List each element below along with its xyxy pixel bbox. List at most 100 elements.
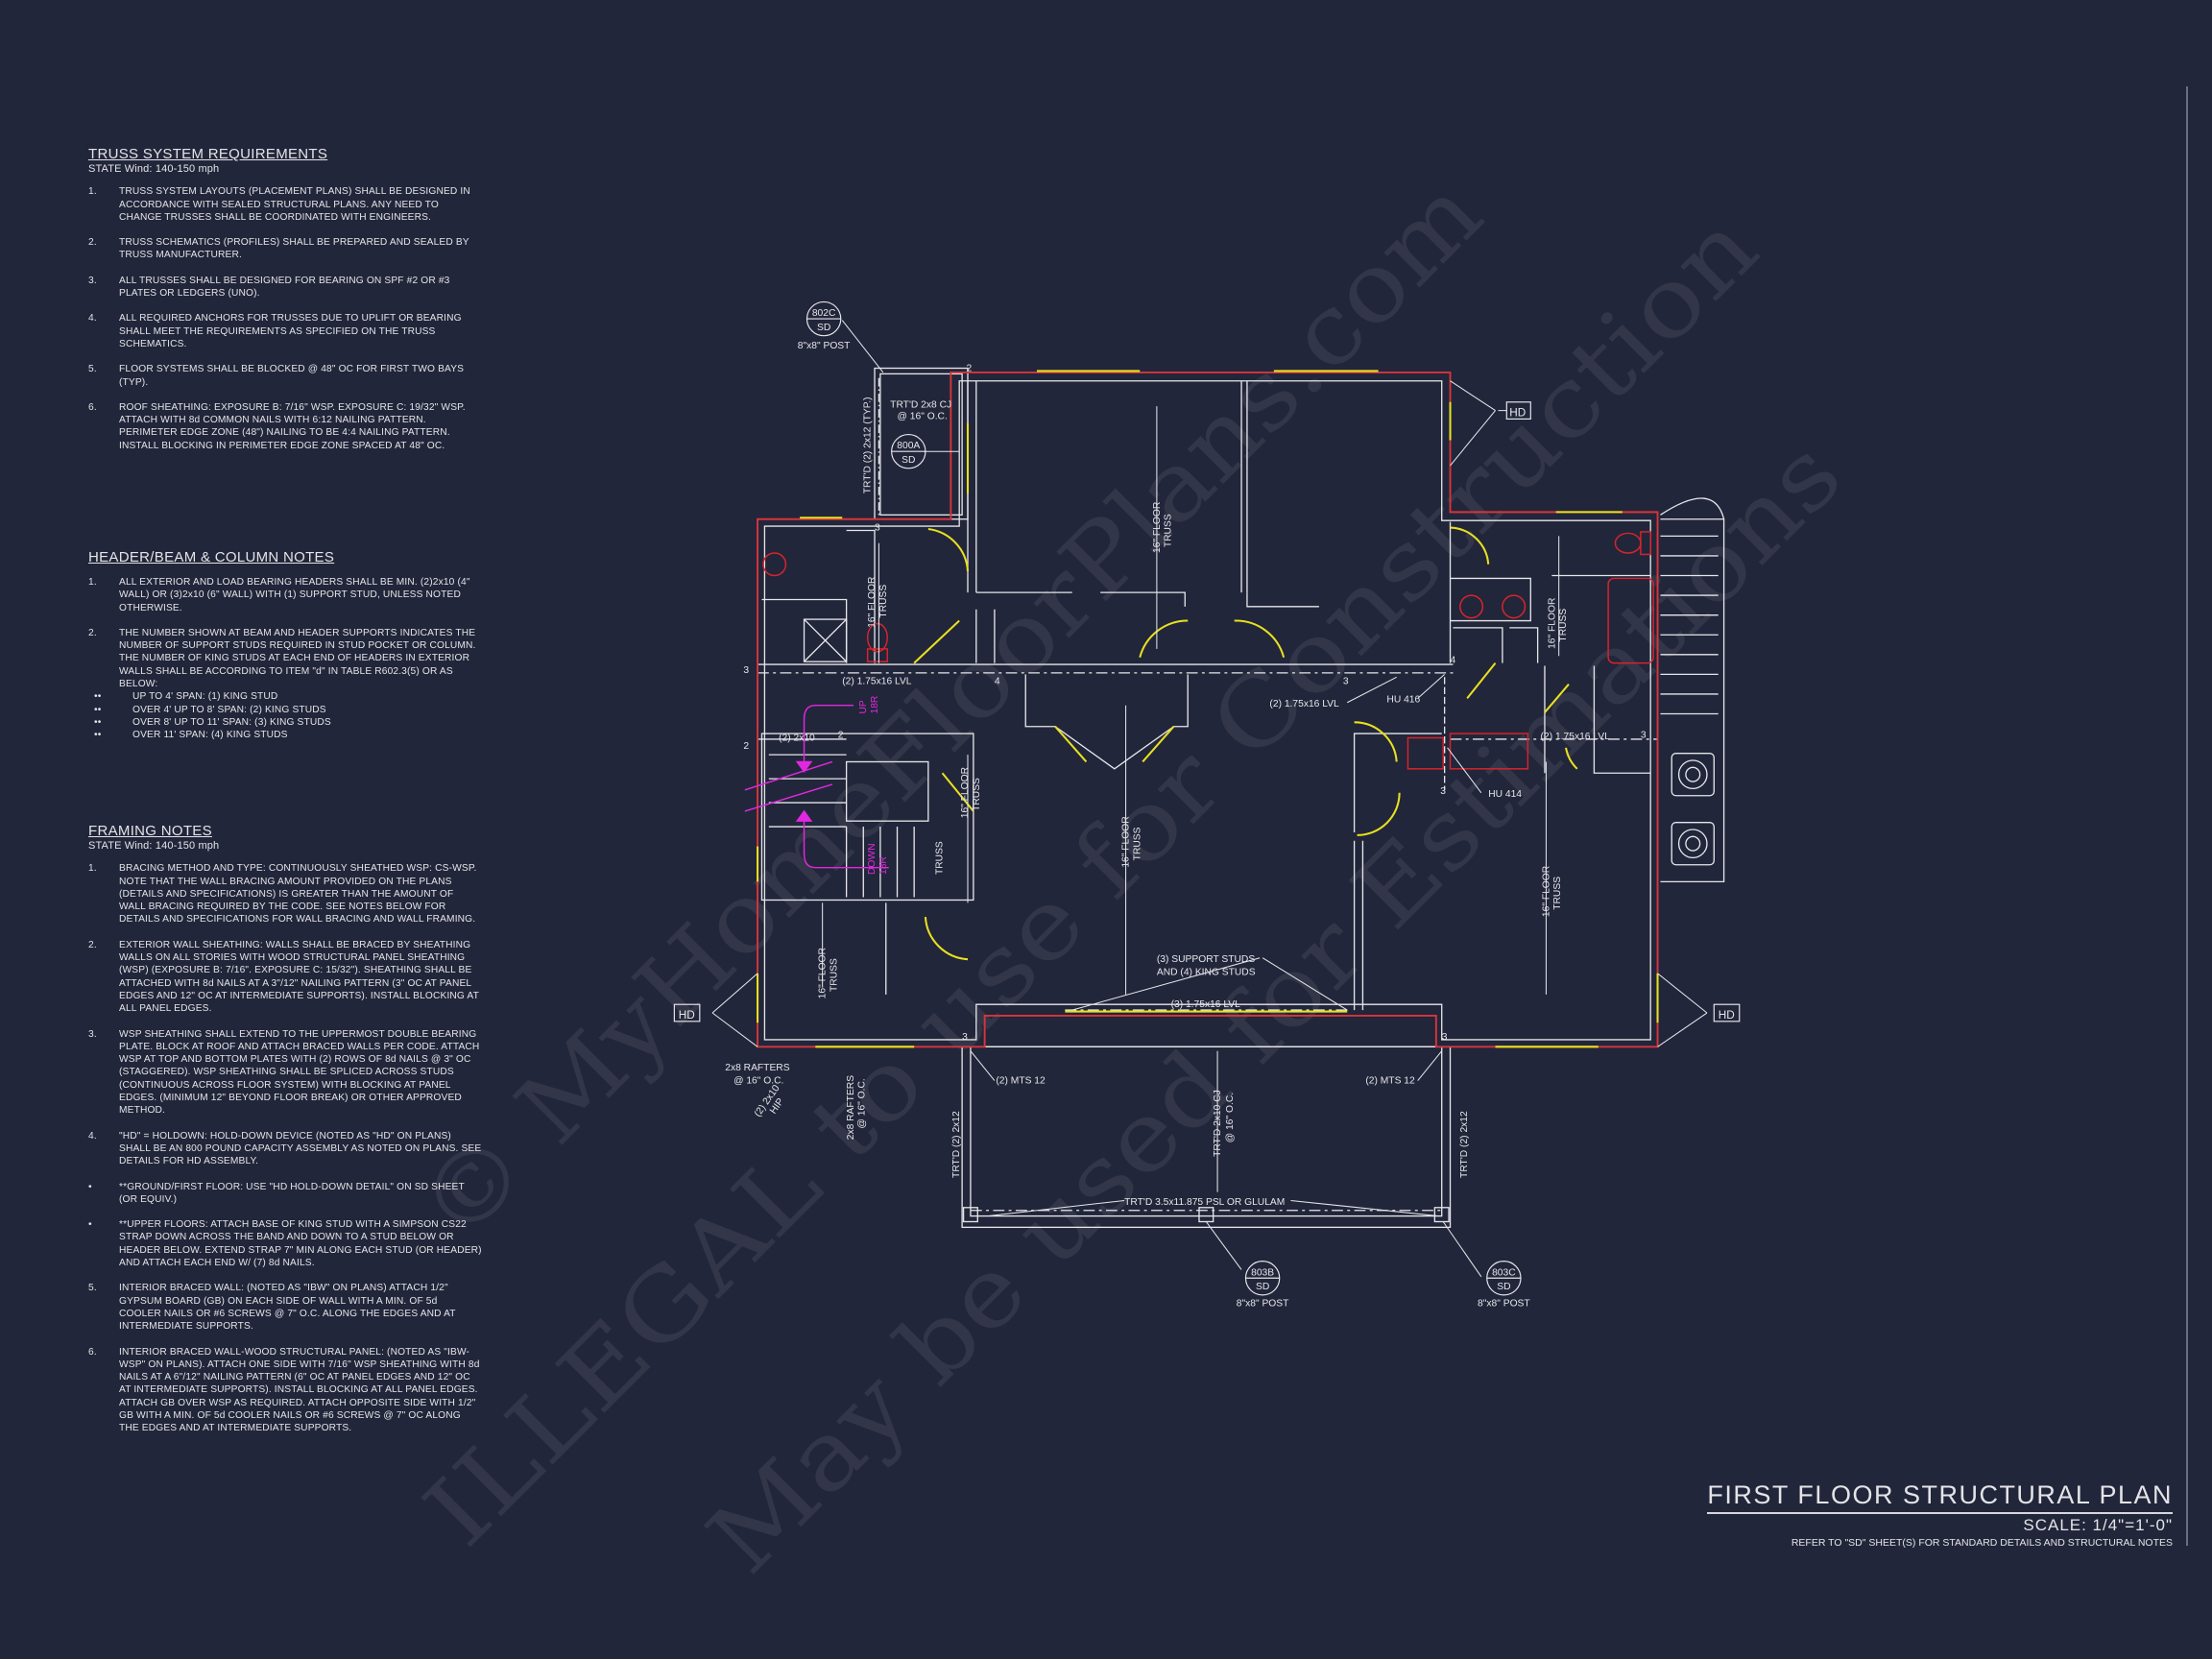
detail-802c-number: 802C [812, 308, 836, 319]
framing-heading: FRAMING NOTES [88, 823, 212, 839]
detail-803b-note: 8"x8" POST [1237, 1299, 1289, 1310]
note-text: "HD" = HOLDOWN: HOLD-DOWN DEVICE (NOTED … [119, 1130, 482, 1167]
detail-callout-800a[interactable] [891, 433, 926, 469]
stud-count: 4 [1451, 656, 1456, 666]
note-item: 6.INTERIOR BRACED WALL-WOOD STRUCTURAL P… [88, 1346, 482, 1435]
note-text: **UPPER FLOORS: ATTACH BASE OF KING STUD… [119, 1219, 482, 1269]
detail-callout-803b[interactable] [1244, 1261, 1281, 1296]
holdown-label: HD [679, 1009, 695, 1022]
rafters-label: 2x8 RAFTERS [725, 1063, 789, 1073]
note-number: 1. [88, 863, 97, 875]
note-number: 3. [88, 275, 97, 286]
cj-label: TRT'D 2x8 CJ [890, 400, 951, 411]
header-heading: HEADER/BEAM & COLUMN NOTES [88, 549, 335, 565]
support-studs-label: AND (4) KING STUDS [1157, 967, 1256, 977]
note-item: 4. ALL REQUIRED ANCHORS FOR TRUSSES DUE T… [88, 312, 482, 350]
strap-label: (2) MTS 12 [996, 1075, 1046, 1086]
note-item: 3.ALL TRUSSES SHALL BE DESIGNED FOR BEAR… [88, 275, 482, 301]
holdown-label: HD [1719, 1009, 1735, 1022]
floor-truss-label: TRUSS [1552, 877, 1563, 910]
stud-count: 3 [962, 1032, 968, 1043]
stair-arrows [744, 704, 889, 869]
floor-truss-label: TRUSS [829, 958, 839, 992]
note-text: THE NUMBER SHOWN AT BEAM AND HEADER SUPP… [119, 627, 476, 690]
truss-wind: STATE Wind: 140-150 mph [88, 163, 220, 175]
detail-802c-note: 8"x8" POST [798, 341, 851, 351]
note-number: 1. [88, 577, 97, 588]
porch-beam-label: TRT'D 3.5x11.875 PSL OR GLULAM [1124, 1197, 1285, 1208]
hanger-hu416: HU 416 [1386, 695, 1420, 706]
floor-truss-label: 16" FLOOR [960, 767, 971, 818]
cj-spacing: @ 16" O.C. [898, 411, 948, 421]
watermark-line-3: May be used for Estimations [686, 418, 1863, 1595]
stud-count: 3 [1442, 1032, 1448, 1043]
detail-803b-sheet: SD [1256, 1282, 1269, 1292]
floor-truss-label: 16" FLOOR [1547, 598, 1557, 649]
note-item: 5.INTERIOR BRACED WALL: (NOTED AS "IBW" … [88, 1282, 482, 1333]
note-item: 4."HD" = HOLDOWN: HOLD-DOWN DEVICE (NOTE… [88, 1130, 482, 1168]
note-bullet: ••UP TO 4' SPAN: (1) KING STUD [88, 690, 482, 703]
stud-count: 2 [967, 363, 973, 373]
lvl-label: (2) 1.75x16 LVL [1541, 732, 1611, 742]
header-2x10-label: (2) 2x10 [779, 733, 815, 743]
porch-cj-spacing: @ 16" O.C. [1225, 1093, 1236, 1142]
truss-label: TRUSS [935, 841, 946, 875]
porch-beam-right: TRT'D (2) 2x12 [1459, 1111, 1470, 1178]
note-item: 2.EXTERIOR WALL SHEATHING: WALLS SHALL B… [88, 939, 482, 1016]
stud-count: 3 [1641, 730, 1647, 740]
note-item: •**UPPER FLOORS: ATTACH BASE OF KING STU… [88, 1218, 482, 1269]
note-item: 1. ALL EXTERIOR AND LOAD BEARING HEADERS … [88, 576, 482, 614]
detail-callout-803c[interactable] [1486, 1261, 1522, 1296]
windows-doors [757, 370, 1659, 1048]
stud-count: 4 [995, 677, 1000, 687]
note-number: •• [94, 716, 102, 728]
detail-803b-number: 803B [1251, 1267, 1274, 1278]
stair-labels: UP 18R DOWN 18R [858, 696, 889, 875]
note-text: ALL EXTERIOR AND LOAD BEARING HEADERS SH… [119, 577, 470, 613]
note-number: 6. [88, 401, 97, 413]
strap-label: (2) MTS 12 [1365, 1075, 1415, 1086]
detail-800a-number: 800A [897, 441, 920, 451]
note-text: BRACING METHOD AND TYPE: CONTINUOUSLY SH… [119, 863, 477, 926]
note-text: ALL REQUIRED ANCHORS FOR TRUSSES DUE TO … [119, 313, 462, 349]
note-text: UP TO 4' SPAN: (1) KING STUD [132, 691, 278, 703]
note-number: 5. [88, 364, 97, 375]
note-text: OVER 11' SPAN: (4) KING STUDS [132, 730, 288, 741]
framing-notes: FRAMING NOTES STATE Wind: 140-150 mph 1.… [88, 823, 482, 1448]
floor-truss-label: TRUSS [1164, 514, 1174, 547]
note-number: 3. [88, 1028, 97, 1040]
note-item: 1. TRUSS SYSTEM LAYOUTS (PLACEMENT PLANS)… [88, 185, 482, 224]
detail-callout-802c[interactable] [805, 301, 842, 337]
lvl-label: (2) 1.75x16 LVL [842, 677, 912, 687]
note-item: 2.TRUSS SCHEMATICS (PROFILES) SHALL BE P… [88, 236, 482, 262]
note-item: 6.ROOF SHEATHING: EXPOSURE B: 7/16" WSP.… [88, 401, 482, 452]
rafters-label-vertical: 2x8 RAFTERS [846, 1075, 856, 1140]
detail-803c-note: 8"x8" POST [1478, 1299, 1530, 1310]
stair-up-risers: 18R [870, 696, 880, 714]
stair-down-label: DOWN [867, 844, 878, 876]
hanger-hu414: HU 414 [1488, 789, 1522, 800]
holdown-boxes [673, 401, 1741, 1022]
note-text: INTERIOR BRACED WALL-WOOD STRUCTURAL PAN… [119, 1346, 480, 1434]
floor-truss-label: 16" FLOOR [1541, 866, 1551, 917]
note-number: 1. [88, 186, 97, 198]
floor-truss-label: TRUSS [1558, 609, 1569, 642]
framing-wind: STATE Wind: 140-150 mph [88, 840, 220, 852]
note-text: OVER 4' UP TO 8' SPAN: (2) KING STUDS [132, 704, 326, 715]
note-number: • [88, 1181, 92, 1192]
truss-notes: TRUSS SYSTEM REQUIREMENTS STATE Wind: 14… [88, 146, 482, 465]
note-item: 3.WSP SHEATHING SHALL EXTEND TO THE UPPE… [88, 1028, 482, 1118]
sheet-border [2186, 86, 2188, 1546]
rafters-spacing-vertical: @ 16" O.C. [857, 1078, 868, 1128]
note-text: TRUSS SYSTEM LAYOUTS (PLACEMENT PLANS) S… [119, 186, 470, 223]
note-number: •• [94, 730, 102, 741]
floor-truss-label: 16" FLOOR [867, 577, 878, 628]
porch-cj-label: TRT'D 2x10 CJ [1213, 1090, 1223, 1157]
leader-lines [711, 320, 1708, 1278]
stud-count: 3 [743, 665, 749, 676]
lvl-label: (2) 1.75x16 LVL [1269, 699, 1339, 709]
note-number: 4. [88, 313, 97, 325]
note-text: INTERIOR BRACED WALL: (NOTED AS "IBW" ON… [119, 1283, 456, 1333]
lvl-label: (3) 1.75x16 LVL [1171, 999, 1241, 1010]
